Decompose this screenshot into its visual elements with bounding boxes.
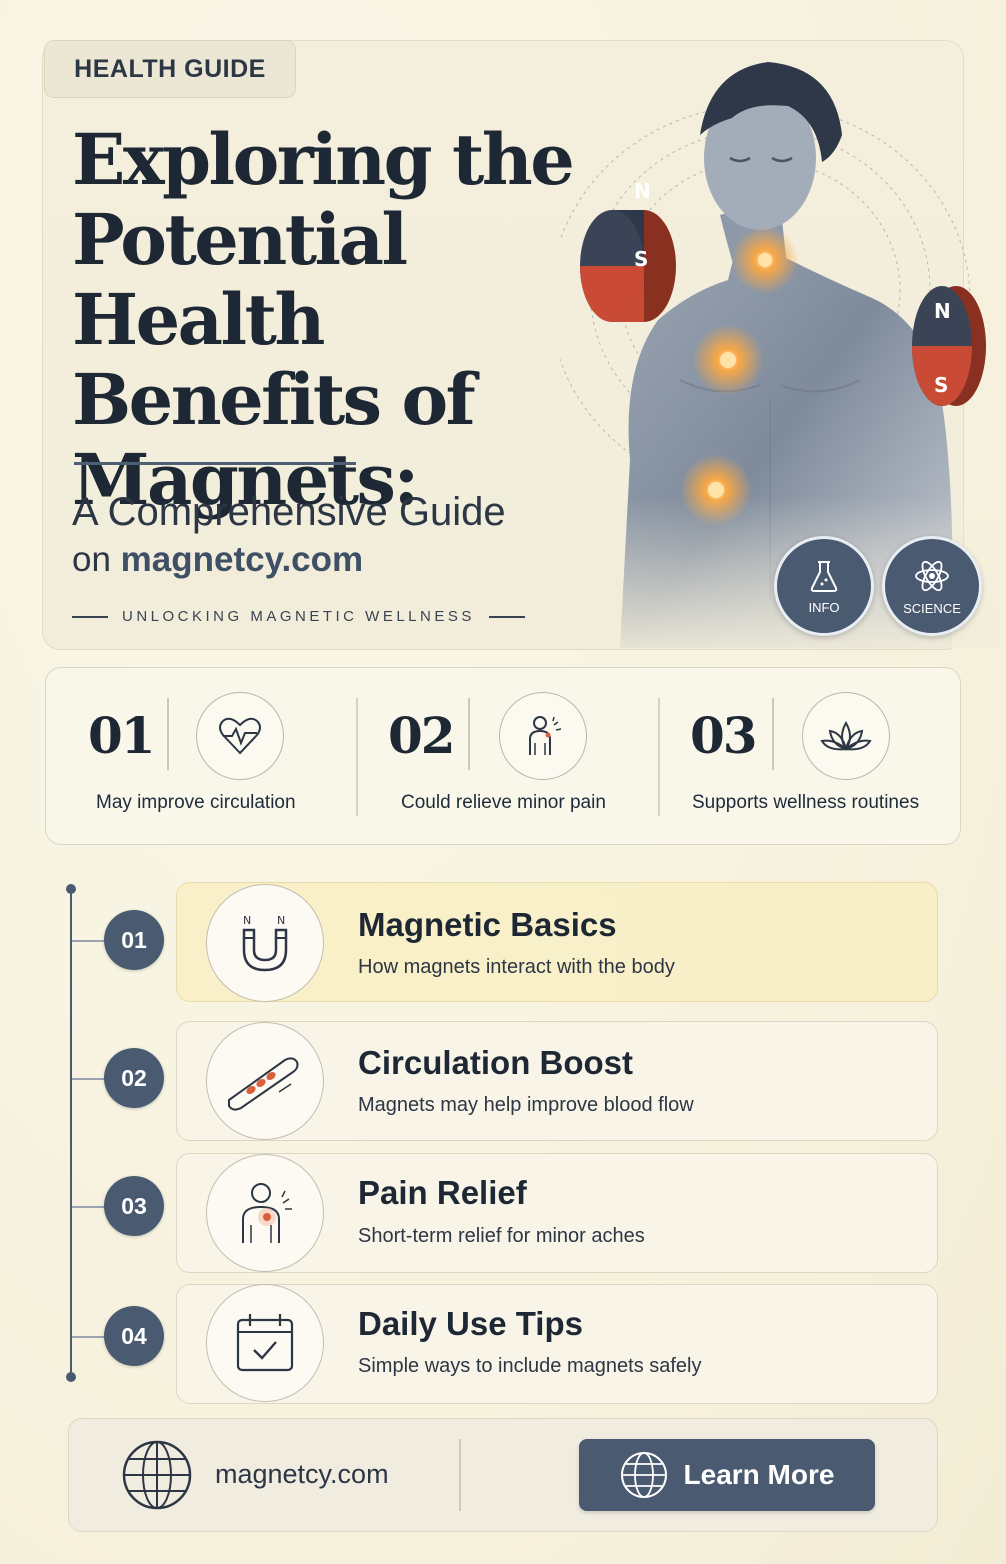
page-title: Exploring the Potential Health Benefits … bbox=[72, 118, 575, 521]
benefit-text: May improve circulation bbox=[96, 792, 296, 813]
benefit-icon-circle bbox=[196, 692, 284, 780]
learn-more-button[interactable]: Learn More bbox=[579, 1439, 875, 1511]
step-number-badge: 01 bbox=[104, 910, 164, 970]
globe-icon bbox=[122, 1440, 192, 1510]
benefit-divider bbox=[356, 698, 358, 816]
science-badge-label: SCIENCE bbox=[903, 600, 961, 616]
category-tag: HEALTH GUIDE bbox=[44, 40, 296, 98]
site-prefix: on bbox=[72, 540, 121, 579]
timeline-dot-top bbox=[66, 884, 76, 894]
footer-site-link[interactable]: magnetcy.com bbox=[215, 1459, 389, 1489]
step-title: Daily Use Tips bbox=[358, 1305, 583, 1342]
benefit-icon-circle bbox=[802, 692, 890, 780]
step-title: Pain Relief bbox=[358, 1174, 527, 1211]
step-description: Short-term relief for minor aches bbox=[358, 1225, 645, 1247]
science-badge[interactable]: SCIENCE bbox=[882, 536, 982, 636]
step-connector bbox=[72, 1336, 106, 1338]
magnet-right: N S bbox=[912, 286, 986, 406]
tagline-dash-right bbox=[488, 615, 525, 618]
magnet-right-north: N bbox=[934, 299, 951, 323]
benefit-text: Could relieve minor pain bbox=[401, 792, 606, 813]
magnet-left-south: S bbox=[634, 247, 648, 271]
benefit-text: Supports wellness routines bbox=[692, 792, 920, 813]
lotus-icon bbox=[820, 720, 872, 751]
benefit-separator bbox=[468, 698, 470, 770]
step-number-badge: 03 bbox=[104, 1176, 164, 1236]
globe-icon bbox=[620, 1452, 667, 1498]
shoulder-pain-icon bbox=[242, 1183, 292, 1243]
body-pain-icon bbox=[529, 716, 562, 755]
timeline-line bbox=[70, 888, 72, 1378]
timeline-dot-bottom bbox=[66, 1372, 76, 1382]
learn-more-label: Learn More bbox=[683, 1459, 835, 1490]
info-badge-label: INFO bbox=[808, 599, 840, 615]
magnet-right-south: S bbox=[934, 373, 948, 397]
benefit-icon-circle bbox=[499, 692, 587, 780]
flask-icon bbox=[810, 560, 838, 592]
benefit-item: 03 Supports wellness routines bbox=[658, 668, 958, 844]
step-icon-circle bbox=[206, 1154, 324, 1272]
site-name: magnetcy.com bbox=[120, 540, 364, 579]
calendar-check-icon bbox=[236, 1314, 294, 1372]
step-number-badge: 02 bbox=[104, 1048, 164, 1108]
step-icon-circle: N N bbox=[206, 884, 324, 1002]
tagline-text: UNLOCKING MAGNETIC WELLNESS bbox=[122, 608, 475, 625]
footer-bar: magnetcy.com Learn More bbox=[68, 1418, 938, 1532]
step-number-badge: 04 bbox=[104, 1306, 164, 1366]
step-connector bbox=[72, 1206, 106, 1208]
footer-divider bbox=[459, 1439, 461, 1511]
blood-vessel-icon bbox=[228, 1057, 299, 1111]
step-description: Simple ways to include magnets safely bbox=[358, 1355, 702, 1377]
subtitle: A Comprehensive Guide bbox=[72, 490, 506, 534]
magnet-left-north: N bbox=[634, 179, 651, 203]
tagline-dash-left bbox=[72, 615, 108, 618]
atom-icon bbox=[915, 560, 949, 591]
title-underline bbox=[74, 462, 356, 465]
step-title: Circulation Boost bbox=[358, 1044, 634, 1081]
magnet-pole-right: N bbox=[277, 914, 285, 927]
benefit-item: 02 Could relieve minor pain bbox=[356, 668, 656, 844]
step-icon-circle bbox=[206, 1022, 324, 1140]
benefit-divider bbox=[658, 698, 660, 816]
benefit-item: 01 May improve circulation bbox=[46, 668, 346, 844]
horseshoe-magnet-icon: N N bbox=[242, 914, 288, 972]
magnet-pole-left: N bbox=[243, 914, 251, 927]
tagline: UNLOCKING MAGNETIC WELLNESS bbox=[72, 608, 525, 625]
benefit-separator bbox=[772, 698, 774, 770]
subtitle-site-line: on magnetcy.com bbox=[72, 540, 363, 580]
heart-pulse-icon bbox=[219, 717, 261, 755]
magnet-left: N S bbox=[580, 179, 676, 322]
step-description: Magnets may help improve blood flow bbox=[358, 1094, 694, 1116]
info-badge[interactable]: INFO bbox=[774, 536, 874, 636]
step-description: How magnets interact with the body bbox=[358, 956, 675, 978]
benefits-panel: 01 May improve circulation 02 bbox=[45, 667, 961, 845]
benefit-number: 01 bbox=[88, 706, 156, 765]
benefit-number: 02 bbox=[388, 706, 456, 765]
step-icon-circle bbox=[206, 1284, 324, 1402]
step-title: Magnetic Basics bbox=[358, 906, 617, 943]
benefit-separator bbox=[167, 698, 169, 770]
benefit-number: 03 bbox=[690, 706, 758, 765]
step-connector bbox=[72, 940, 106, 942]
step-connector bbox=[72, 1078, 106, 1080]
